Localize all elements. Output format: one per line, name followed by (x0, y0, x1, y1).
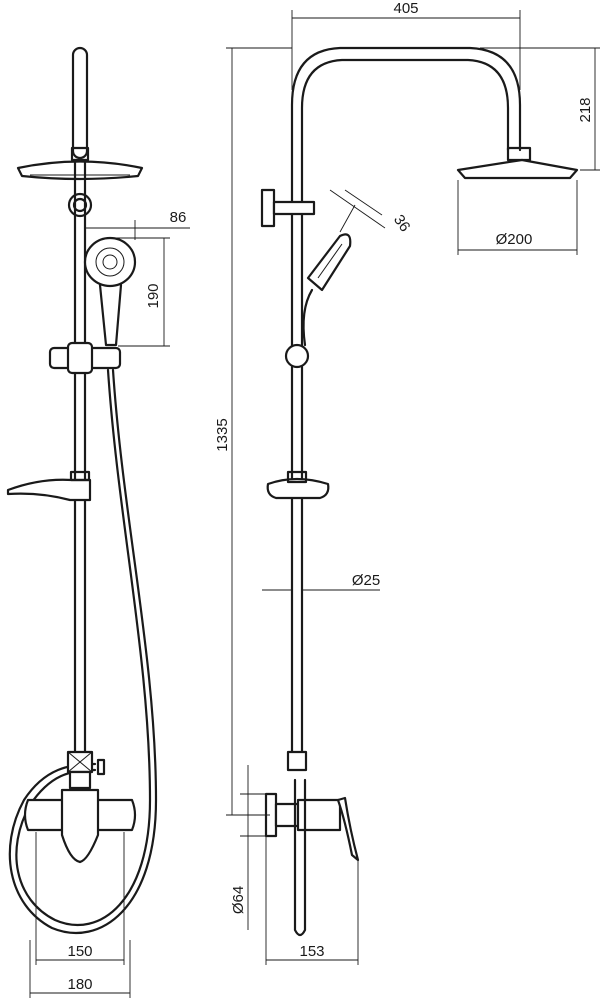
side-soap-dish (266, 477, 330, 500)
dim-1335-label: 1335 (214, 418, 231, 451)
front-mixer-connector (68, 770, 92, 790)
side-lower-connector (286, 750, 308, 772)
side-soap-clamp (286, 470, 308, 484)
front-handshower-center (102, 254, 118, 270)
dim-36-ext-bottom (339, 204, 356, 233)
front-arm-nut (70, 146, 90, 162)
dim-150-label: 150 (67, 943, 92, 960)
front-soap-dish (6, 478, 92, 502)
dim-180-label: 180 (67, 976, 92, 993)
side-handshower-handle (302, 288, 314, 347)
side-wall-plate (260, 188, 276, 228)
front-arm-pipe (71, 46, 89, 160)
front-mixer-lever (60, 788, 100, 864)
side-slider-ball (284, 343, 310, 369)
side-mixer-body (296, 798, 342, 832)
front-diverter-knob (96, 758, 106, 776)
side-bracket-arm (272, 200, 316, 216)
front-diverter-x2 (67, 751, 93, 773)
front-soap-clamp (69, 470, 91, 482)
dim-36-ext-top (329, 189, 386, 229)
side-hose (293, 778, 307, 937)
front-handshower-handle (98, 283, 123, 347)
front-view (6, 46, 158, 934)
dim-190-label: 190 (145, 283, 162, 308)
dim-153-label: 153 (299, 943, 324, 960)
dimension-lines: 405 218 Ø200 36 1335 Ø25 Ø64 1 (29, 0, 600, 998)
side-view (260, 46, 579, 937)
side-head-shower (456, 158, 579, 180)
dim-25-label: Ø25 (352, 572, 380, 589)
side-handshower-face (317, 243, 343, 279)
dim-200-label: Ø200 (496, 231, 533, 248)
dim-405-label: 405 (393, 0, 418, 17)
front-handshower-nozzle-ring (95, 247, 125, 277)
front-wall-bracket (67, 192, 93, 218)
side-arm-outer (290, 46, 522, 362)
dim-86-label: 86 (170, 209, 187, 226)
front-head-shower (16, 160, 144, 181)
side-arm-inner (300, 58, 510, 362)
dim-64-label: Ø64 (230, 886, 247, 914)
front-hose-outline (8, 368, 158, 934)
front-handshower-face (83, 236, 137, 288)
front-slider-knob (66, 341, 94, 375)
dim-36-line (344, 189, 383, 216)
dim-36-label: 36 (390, 212, 413, 235)
dim-218-label: 218 (577, 97, 594, 122)
